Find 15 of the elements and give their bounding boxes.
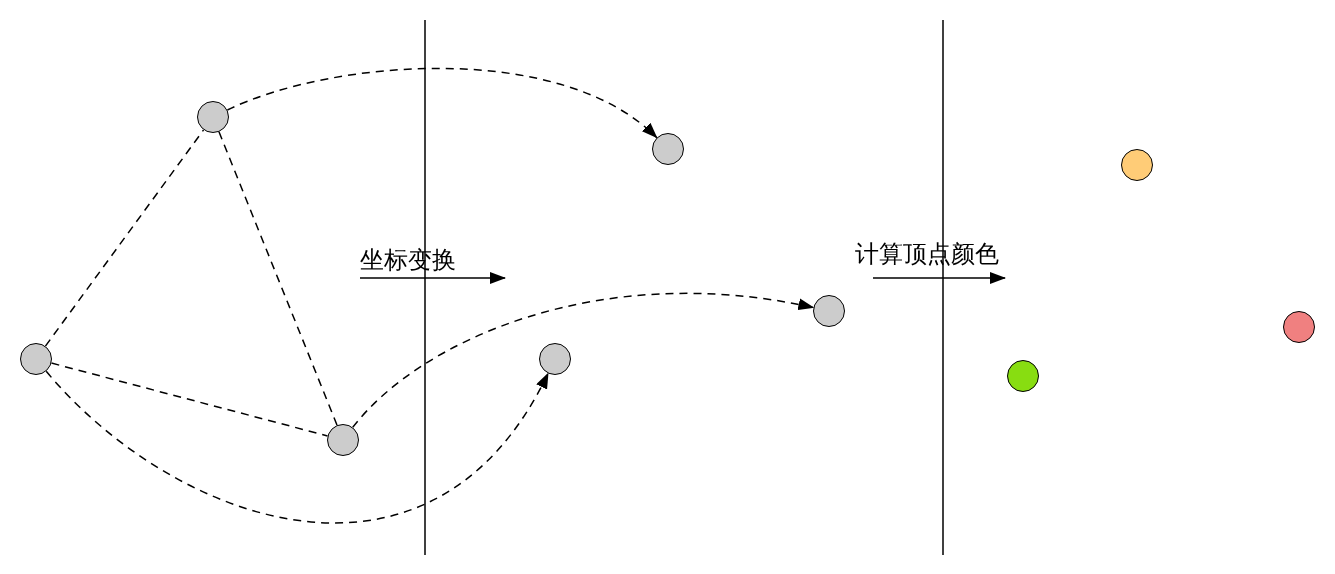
- vertex-circle: [1121, 149, 1153, 181]
- connector: [218, 131, 338, 426]
- arrow: [226, 67, 658, 139]
- vertex-circle: [1007, 360, 1039, 392]
- vertex-circle: [327, 424, 359, 456]
- vertex-circle: [197, 101, 229, 133]
- vertex-circle: [652, 133, 684, 165]
- connector: [50, 362, 329, 437]
- connector: [44, 129, 205, 347]
- vertex-circle: [813, 295, 845, 327]
- vertex-circle: [539, 343, 571, 375]
- arrow: [45, 370, 549, 524]
- vertex-circle: [20, 343, 52, 375]
- vertex-circle: [1283, 311, 1315, 343]
- arrow: [352, 293, 815, 429]
